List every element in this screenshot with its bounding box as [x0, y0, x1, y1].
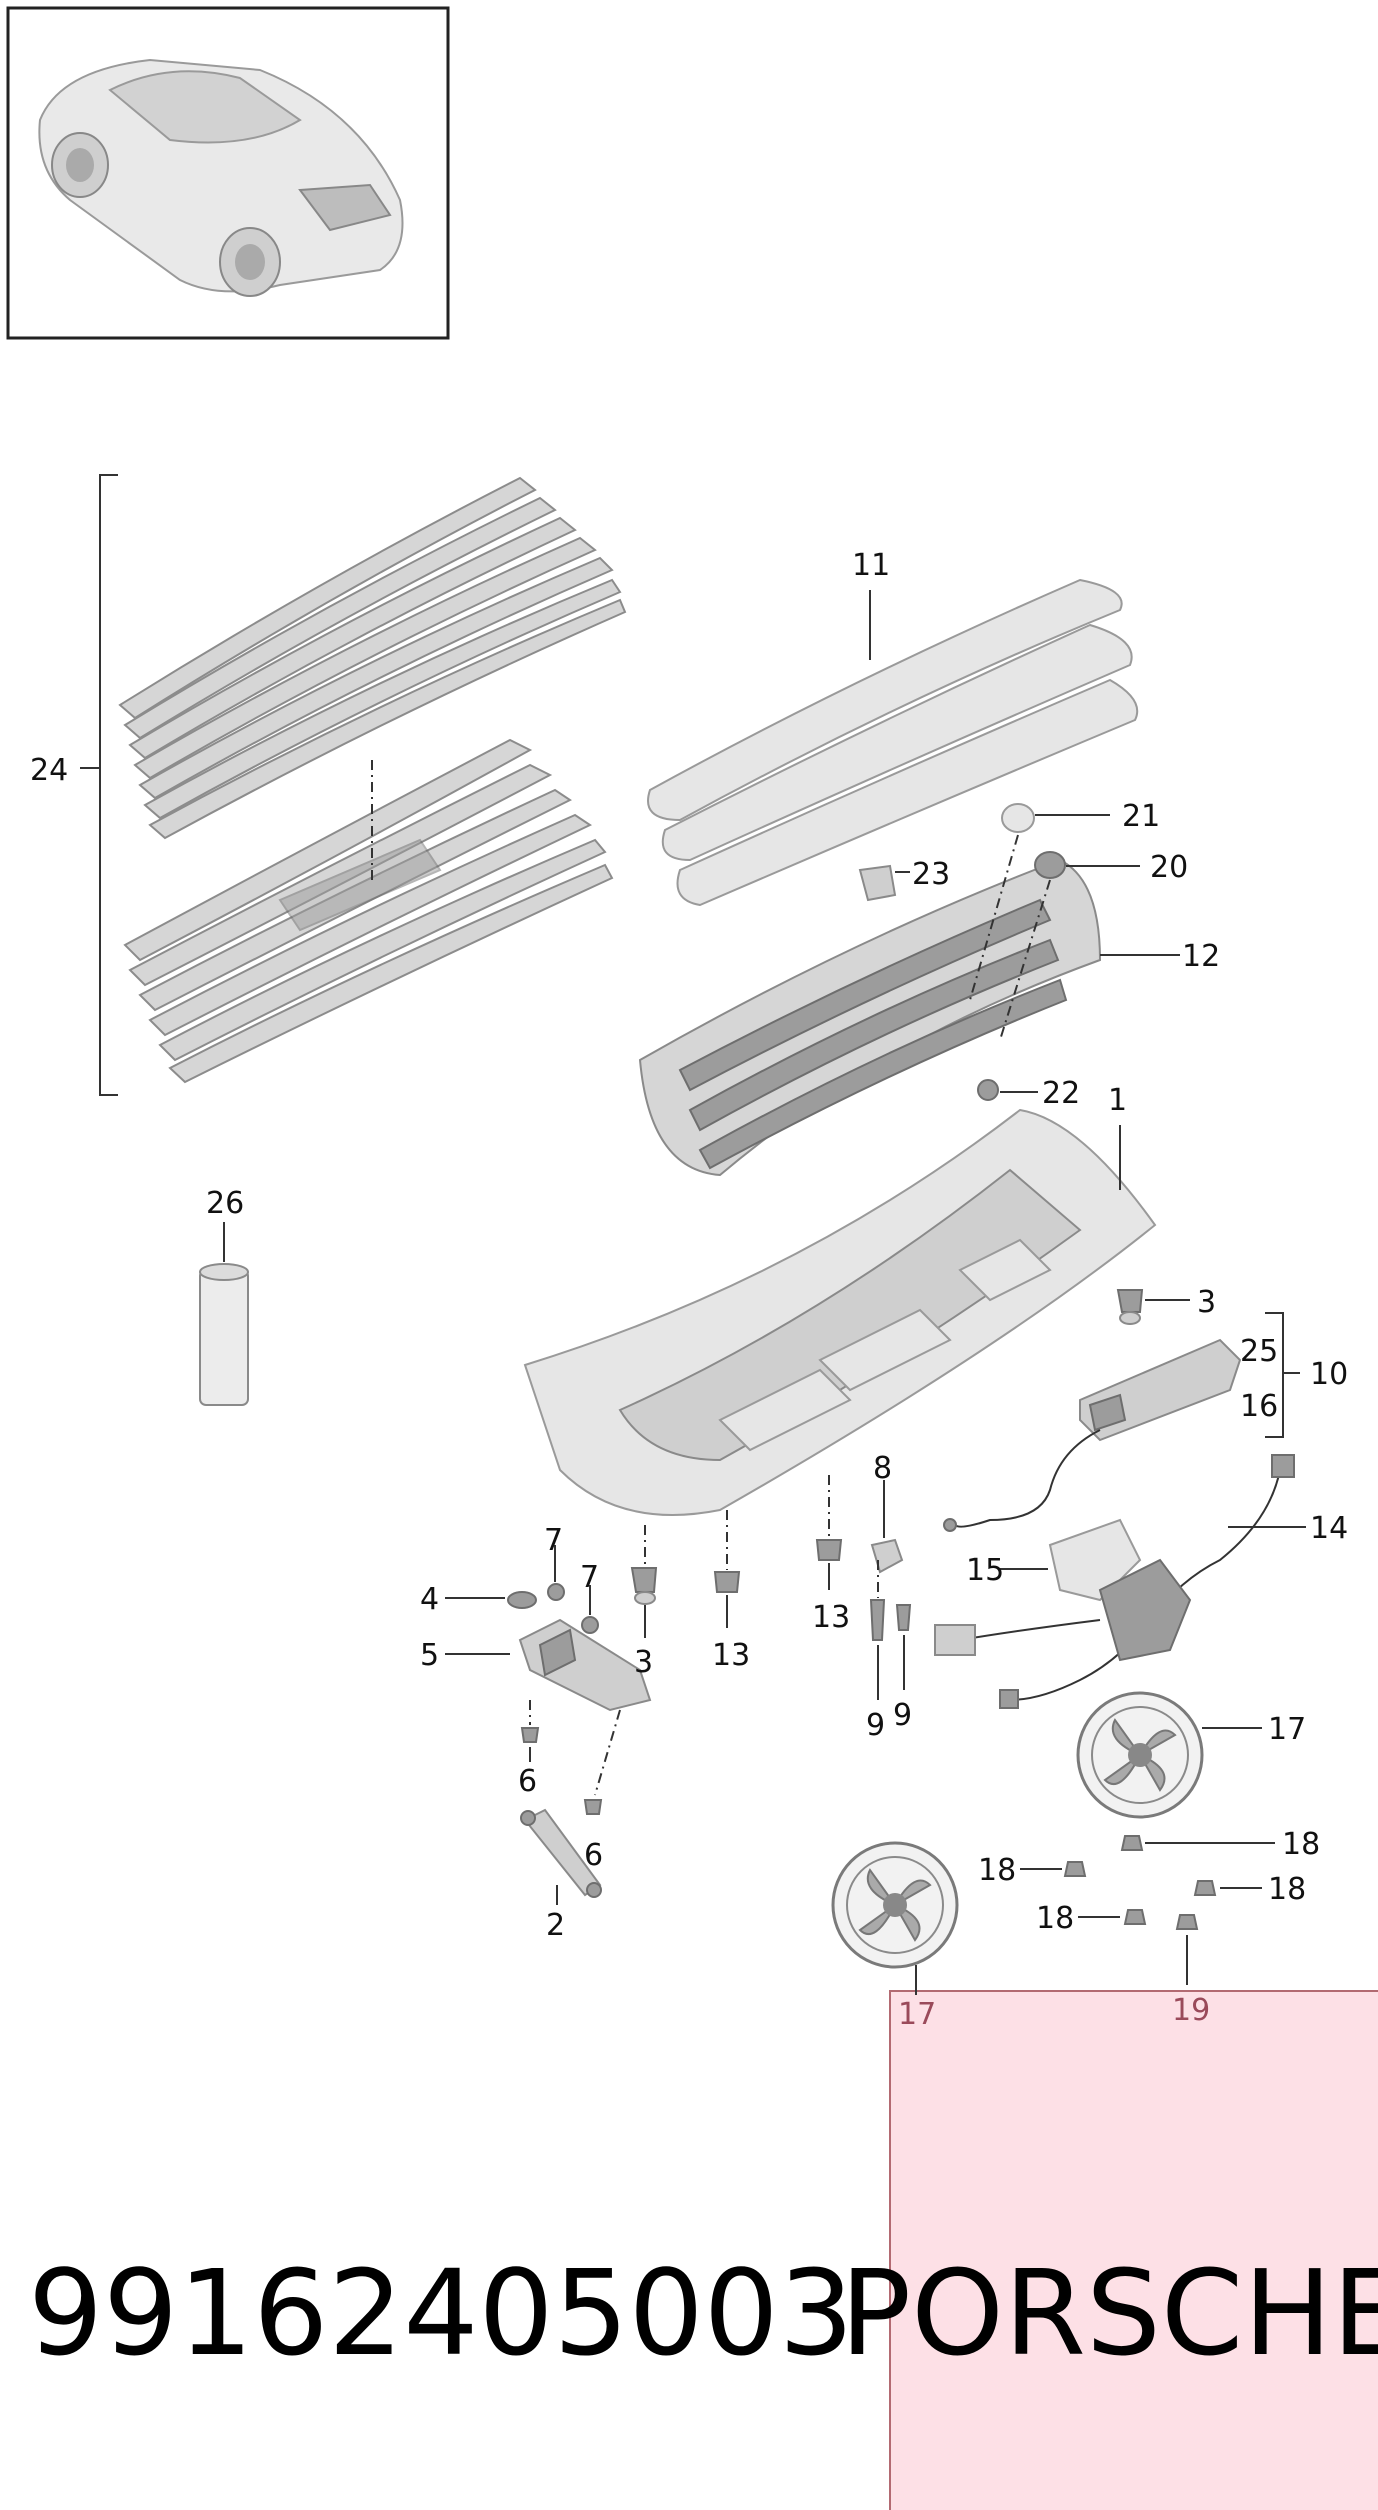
- callout-20: 20: [1150, 850, 1188, 885]
- grommet-20: [1034, 851, 1066, 879]
- car-illustration: [38, 58, 404, 297]
- callout-1: 1: [1108, 1083, 1127, 1118]
- grille-frame-12: [638, 858, 1102, 1177]
- buffers-13: [713, 1539, 843, 1593]
- part-number: 99162405003: [28, 2244, 854, 2382]
- callout-4: 4: [420, 1582, 439, 1617]
- lock-mechanism: [934, 1558, 1192, 1662]
- callout-25: 25: [1240, 1334, 1278, 1369]
- nut-19: [1175, 1914, 1199, 1930]
- callout-13b: 13: [812, 1600, 850, 1635]
- paint-can-26: [199, 1263, 249, 1406]
- callout-9a: 9: [866, 1708, 885, 1743]
- callout-3b: 3: [1197, 1285, 1216, 1320]
- bolts-6: [520, 1727, 603, 1815]
- clip-21: [1001, 803, 1035, 833]
- callout-2: 2: [546, 1908, 565, 1943]
- callout-6b: 6: [584, 1838, 603, 1873]
- callout-19: 19: [1172, 1993, 1210, 2028]
- callout-3a: 3: [634, 1645, 653, 1680]
- callout-18b: 18: [1282, 1827, 1320, 1862]
- callout-22: 22: [1042, 1076, 1080, 1111]
- brand-name: PORSCHE: [840, 2244, 1378, 2382]
- callout-12: 12: [1182, 939, 1220, 974]
- callout-17b: 17: [898, 1997, 936, 2032]
- hinge-5: [518, 1618, 652, 1712]
- bracket-23: [858, 864, 897, 902]
- callout-26: 26: [206, 1186, 244, 1221]
- bracket-24: [80, 474, 118, 1096]
- callout-7b: 7: [580, 1560, 599, 1595]
- rubber-pad-4: [507, 1591, 537, 1609]
- callout-7a: 7: [544, 1523, 563, 1558]
- fan-17-left: [831, 1841, 959, 1969]
- callout-13a: 13: [712, 1638, 750, 1673]
- rear-lid-1: [523, 1108, 1157, 1516]
- striker-8: [870, 1538, 904, 1574]
- callout-8: 8: [873, 1451, 892, 1486]
- car-thumbnail: [6, 6, 450, 340]
- callout-17a: 17: [1268, 1712, 1306, 1747]
- callout-9b: 9: [893, 1698, 912, 1733]
- callout-16: 16: [1240, 1389, 1278, 1424]
- callout-15: 15: [966, 1553, 1004, 1588]
- bump-stop-3-right: [1116, 1289, 1144, 1325]
- gas-strut-2: [520, 1808, 602, 1898]
- callout-18c: 18: [1268, 1872, 1306, 1907]
- callout-11: 11: [852, 548, 890, 583]
- callout-5: 5: [420, 1638, 439, 1673]
- bump-stop-3-left: [630, 1567, 658, 1605]
- bracket-10: [1265, 1312, 1300, 1438]
- screws-9: [869, 1599, 912, 1641]
- callout-23: 23: [912, 857, 950, 892]
- louvre-grille-lower: [123, 738, 614, 1084]
- callout-24: 24: [30, 753, 68, 788]
- nuts-18: [1063, 1835, 1217, 1925]
- callout-18a: 18: [978, 1853, 1016, 1888]
- callout-21: 21: [1122, 799, 1160, 834]
- callout-10: 10: [1310, 1357, 1348, 1392]
- lock-bracket: [943, 1338, 1242, 1532]
- callout-14: 14: [1310, 1511, 1348, 1546]
- louvre-grille-upper: [118, 476, 627, 840]
- spoiler-lid-11: [647, 578, 1139, 907]
- clips-7: [547, 1583, 599, 1634]
- highlight-panel: [889, 1990, 1378, 2510]
- callout-6a: 6: [518, 1764, 537, 1799]
- fan-17-right: [1076, 1691, 1204, 1819]
- nut-22: [977, 1079, 999, 1101]
- callout-18d: 18: [1036, 1901, 1074, 1936]
